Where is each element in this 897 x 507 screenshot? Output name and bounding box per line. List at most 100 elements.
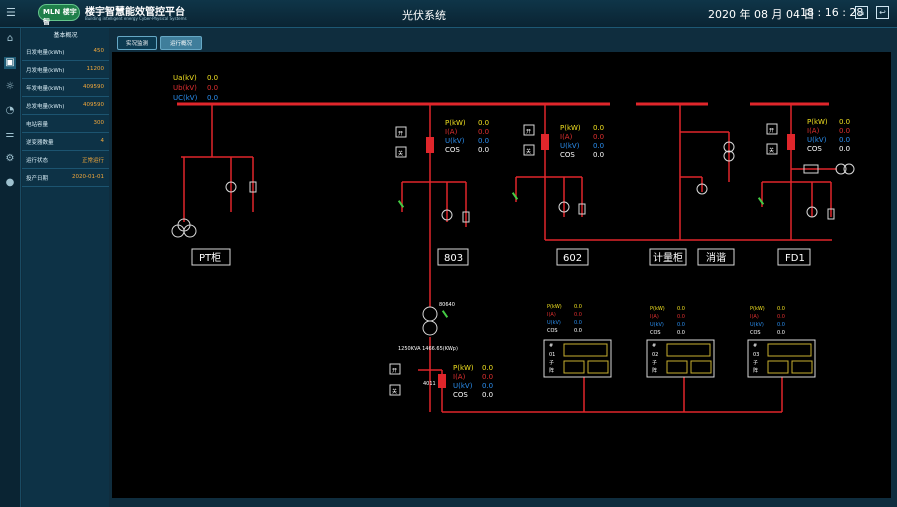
i-label: I(A) xyxy=(453,373,466,381)
alarm-icon[interactable]: ☼ xyxy=(5,81,15,92)
panel-label: 运行状态 xyxy=(26,158,49,164)
u-value: 0.0 xyxy=(478,137,489,145)
panel-label: 月发电量(kWh) xyxy=(26,68,65,74)
ground-switch-icon[interactable] xyxy=(397,200,405,208)
p-label: P(kW) xyxy=(807,118,828,126)
u-value: 0.0 xyxy=(777,322,785,328)
solar-panel-icon xyxy=(690,360,712,374)
arrester-icon xyxy=(558,201,570,213)
solar-panel-icon xyxy=(563,343,608,357)
panel-value: 2020-01-01 xyxy=(72,174,104,180)
u-label: U(kV) xyxy=(547,320,561,326)
close-button-box[interactable] xyxy=(395,146,407,158)
cos-label: COS xyxy=(750,330,761,336)
close-button[interactable]: 关 xyxy=(398,150,403,157)
inverter-box-01[interactable] xyxy=(543,339,612,378)
ground-switch-icon[interactable] xyxy=(757,197,765,205)
open-button[interactable]: 开 xyxy=(392,368,397,374)
u-label: U(kV) xyxy=(750,322,764,328)
pie-chart-icon[interactable]: ◔ xyxy=(5,105,15,116)
close-button[interactable]: 关 xyxy=(526,148,531,155)
p-value: 0.0 xyxy=(839,118,850,126)
inverter-hash: # xyxy=(652,343,656,349)
u-value: 0.0 xyxy=(839,136,850,144)
logout-icon[interactable]: ↩ xyxy=(876,6,889,19)
cabinet-box-metering[interactable] xyxy=(649,248,687,266)
open-button-box[interactable] xyxy=(523,124,535,136)
ground-switch-icon[interactable] xyxy=(511,192,519,200)
inverter-box-02[interactable] xyxy=(646,339,715,378)
p-label: P(kW) xyxy=(453,364,474,372)
open-button[interactable]: 开 xyxy=(769,128,774,134)
u-label: U(kV) xyxy=(453,382,473,390)
transformer-rating: 1250KVA 1466.65(KWp) xyxy=(398,346,458,352)
panel-title: 基本概况 xyxy=(53,32,78,39)
p-label: P(kW) xyxy=(560,124,581,132)
arrester-icon xyxy=(696,183,708,195)
open-button[interactable]: 开 xyxy=(526,129,531,135)
p-label: P(kW) xyxy=(750,306,765,312)
panel-value: 4 xyxy=(100,138,105,144)
tab-live-monitoring[interactable]: 实况监测 xyxy=(117,36,157,50)
panel-row: 日发电量(kWh)450 xyxy=(22,43,109,61)
i-value: 0.0 xyxy=(478,128,489,136)
cabinet-box-fd1[interactable] xyxy=(777,248,811,266)
monitor-icon[interactable]: ▣ xyxy=(4,57,16,69)
open-button[interactable]: 开 xyxy=(398,131,403,137)
page-title: 光伏系统 xyxy=(402,9,446,22)
open-button-box[interactable] xyxy=(389,363,401,375)
p-value: 0.0 xyxy=(777,306,785,312)
cabinet-box-602[interactable] xyxy=(556,248,589,266)
inverter-hash: # xyxy=(549,343,553,349)
close-button-box[interactable] xyxy=(523,144,535,156)
panel-label: 年发电量(kWh) xyxy=(26,86,65,92)
close-button[interactable]: 关 xyxy=(392,388,397,395)
p-value: 0.0 xyxy=(574,304,582,310)
i-value: 0.0 xyxy=(777,314,785,320)
settings-sliders-icon[interactable]: ⚌ xyxy=(5,129,15,140)
cabinet-label-fd1: FD1 xyxy=(785,253,805,264)
close-button-box[interactable] xyxy=(766,143,778,155)
breaker-803[interactable] xyxy=(426,137,434,153)
tab-operation-overview[interactable]: 运行概况 xyxy=(160,36,202,50)
open-button-box[interactable] xyxy=(766,123,778,135)
arrester-icon xyxy=(806,206,818,218)
ground-switch-icon[interactable] xyxy=(441,310,449,318)
cos-value: 0.0 xyxy=(593,151,604,159)
ub-value: 0.0 xyxy=(207,84,218,92)
gear-icon[interactable]: ⚙ xyxy=(5,153,15,164)
solar-panel-icon xyxy=(666,343,711,357)
cabinet-box-harmonic[interactable] xyxy=(697,248,735,266)
home-icon[interactable]: ⌂ xyxy=(855,6,868,19)
user-icon[interactable]: ● xyxy=(5,177,15,188)
cos-value: 0.0 xyxy=(482,391,493,399)
p-value: 0.0 xyxy=(482,364,493,372)
inverter-box-03[interactable] xyxy=(747,339,816,378)
menu-toggle-icon[interactable]: ☰ xyxy=(6,6,16,19)
i-value: 0.0 xyxy=(574,312,582,318)
solar-panel-icon xyxy=(587,360,609,374)
cabinet-label-metering: 计量柜 xyxy=(653,251,683,264)
cabinet-box-803[interactable] xyxy=(437,248,469,266)
open-button-box[interactable] xyxy=(395,126,407,138)
solar-panel-icon xyxy=(791,360,813,374)
close-button[interactable]: 关 xyxy=(769,147,774,154)
breaker-fd1[interactable] xyxy=(787,134,795,150)
close-button-box[interactable] xyxy=(389,384,401,396)
uc-value: 0.0 xyxy=(207,94,218,102)
inverter-line1: 子 xyxy=(549,359,554,366)
u-value: 0.0 xyxy=(482,382,493,390)
solar-panel-icon xyxy=(767,343,812,357)
inverter-line2: 阵 xyxy=(549,367,554,374)
panel-value: 300 xyxy=(93,120,105,126)
cos-label: COS xyxy=(650,330,661,336)
cabinet-label-602: 602 xyxy=(563,253,582,264)
breaker-4011[interactable] xyxy=(438,374,446,388)
inverter-line1: 子 xyxy=(753,359,758,366)
breaker-602[interactable] xyxy=(541,134,549,150)
cos-label: COS xyxy=(807,145,822,153)
panel-value: 409590 xyxy=(83,102,104,108)
home-icon[interactable]: ⌂ xyxy=(6,33,14,44)
cabinet-box-pt[interactable] xyxy=(191,248,231,266)
